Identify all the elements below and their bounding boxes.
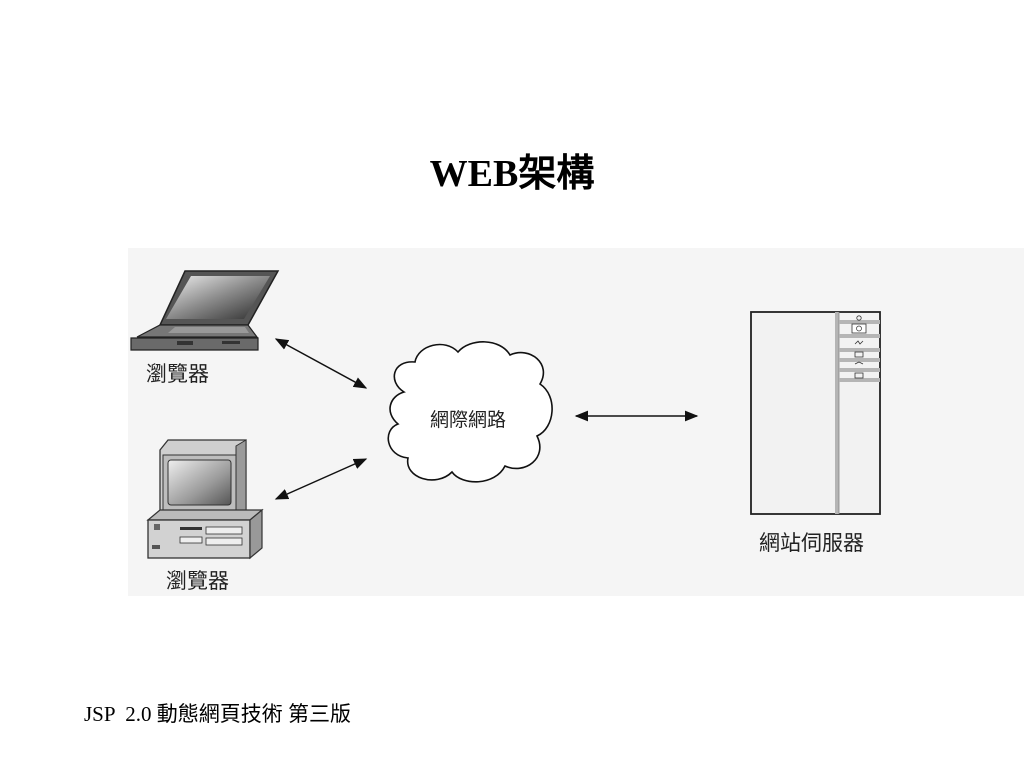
- slide-footer: JSP 2.0 動態網頁技術 第三版: [84, 702, 352, 726]
- laptop-browser-label: 瀏覽器: [146, 362, 209, 386]
- internet-label: 網際網路: [430, 410, 507, 431]
- web-server-label: 網站伺服器: [759, 531, 864, 555]
- laptop-internet-arrow: [274, 338, 368, 389]
- desktop-browser-label: 瀏覽器: [166, 569, 229, 593]
- slide-title: WEB架構: [429, 153, 595, 195]
- cloud-icon: [387, 341, 553, 483]
- server-tower-icon: [750, 311, 881, 515]
- desktop-computer-icon: [146, 439, 264, 560]
- desktop-internet-arrow: [274, 458, 368, 500]
- laptop-icon: [130, 270, 280, 351]
